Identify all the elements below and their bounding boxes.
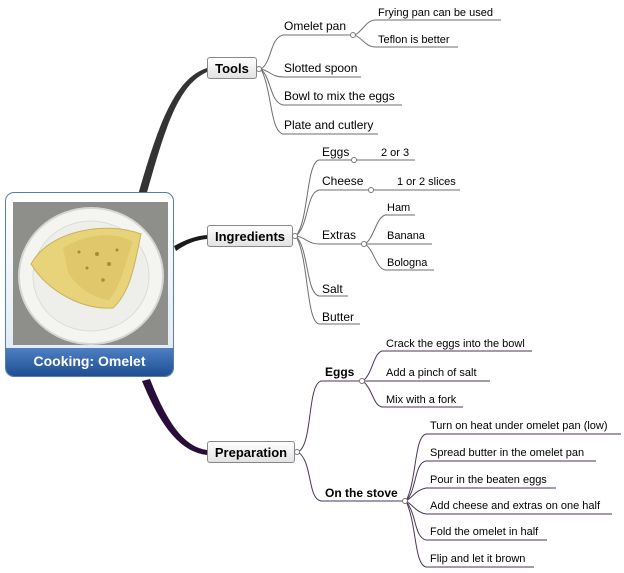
eggs-quantity[interactable]: 2 or 3 xyxy=(381,147,410,159)
omelet-photo xyxy=(13,202,168,345)
tools-item-slotted-spoon[interactable]: Slotted spoon xyxy=(284,61,358,75)
collapse-toggle-on-the-stove[interactable] xyxy=(402,498,408,504)
ingredient-cheese[interactable]: Cheese xyxy=(322,174,364,188)
extra-bologna[interactable]: Bologna xyxy=(387,257,428,269)
ingredient-extras[interactable]: Extras xyxy=(322,228,357,242)
omelet-plate-icon xyxy=(13,202,168,345)
collapse-toggle-preparation[interactable] xyxy=(294,449,300,455)
prep-eggs-step-1[interactable]: Crack the eggs into the bowl xyxy=(386,338,525,350)
stove-step-6[interactable]: Flip and let it brown xyxy=(430,553,526,565)
collapse-toggle-ingredients[interactable] xyxy=(292,233,298,239)
central-topic[interactable]: Cooking: Omelet xyxy=(5,192,174,377)
stove-step-2[interactable]: Spread butter in the omelet pan xyxy=(430,447,585,459)
extra-banana[interactable]: Banana xyxy=(387,230,425,242)
ingredient-salt[interactable]: Salt xyxy=(322,282,343,296)
stove-step-3[interactable]: Pour in the beaten eggs xyxy=(430,474,547,486)
pan-note-teflon[interactable]: Teflon is better xyxy=(378,34,450,46)
prep-eggs-step-2[interactable]: Add a pinch of salt xyxy=(386,367,477,379)
ingredient-eggs[interactable]: Eggs xyxy=(322,145,350,159)
branch-ingredients[interactable]: Ingredients xyxy=(207,225,293,247)
stove-step-5[interactable]: Fold the omelet in half xyxy=(430,526,539,538)
cheese-quantity[interactable]: 1 or 2 slices xyxy=(397,176,456,188)
collapse-toggle-tools[interactable] xyxy=(256,66,262,72)
prep-eggs[interactable]: Eggs xyxy=(325,365,355,379)
prep-on-the-stove[interactable]: On the stove xyxy=(325,486,398,500)
collapse-toggle-prep-eggs[interactable] xyxy=(359,378,365,384)
collapse-toggle-cheese[interactable] xyxy=(368,187,374,193)
ingredient-butter[interactable]: Butter xyxy=(322,310,355,324)
branch-tools[interactable]: Tools xyxy=(207,57,257,79)
prep-eggs-step-3[interactable]: Mix with a fork xyxy=(386,394,457,406)
branch-preparation[interactable]: Preparation xyxy=(207,441,295,463)
stove-step-4[interactable]: Add cheese and extras on one half xyxy=(430,500,601,512)
tools-item-bowl[interactable]: Bowl to mix the eggs xyxy=(284,89,395,103)
central-topic-title: Cooking: Omelet xyxy=(6,348,173,376)
tools-item-plate[interactable]: Plate and cutlery xyxy=(284,118,374,132)
collapse-toggle-omelet-pan[interactable] xyxy=(350,32,356,38)
stove-step-1[interactable]: Turn on heat under omelet pan (low) xyxy=(430,420,608,432)
tools-item-omelet-pan[interactable]: Omelet pan xyxy=(284,19,347,33)
collapse-toggle-eggs[interactable] xyxy=(351,157,357,163)
pan-note-frying[interactable]: Frying pan can be used xyxy=(378,7,493,19)
extra-ham[interactable]: Ham xyxy=(387,202,411,214)
collapse-toggle-extras[interactable] xyxy=(361,241,367,247)
